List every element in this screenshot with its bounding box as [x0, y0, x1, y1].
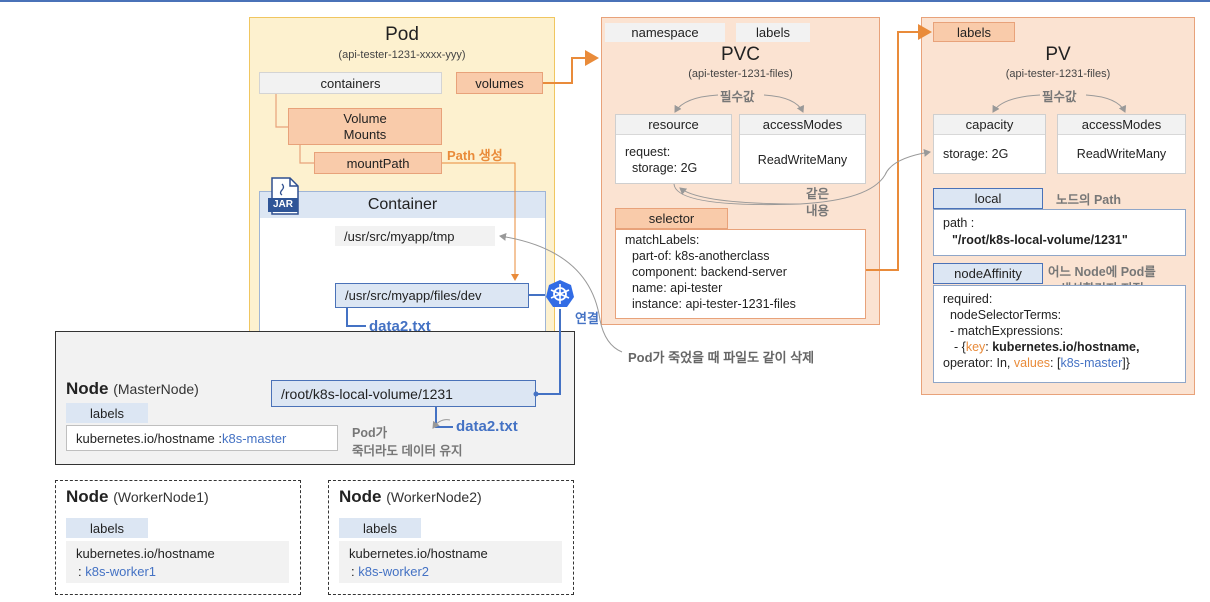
jar-file-icon: JAR [268, 176, 300, 216]
pv-capacity-head: capacity [934, 115, 1045, 135]
pv-access-card: accessModes ReadWriteMany [1057, 114, 1186, 174]
volumes-box: volumes [456, 72, 543, 94]
selector-line-1: matchLabels: [625, 233, 700, 247]
pv-subtitle: (api-tester-1231-files) [1005, 68, 1111, 80]
affinity-values-value: k8s-master [1060, 356, 1123, 370]
affinity-values-label: values [1013, 356, 1051, 370]
worker1-title-text: Node [66, 487, 109, 506]
pv-required-note: 필수값 [1042, 90, 1077, 104]
pv-local-path-label: path : [943, 216, 975, 230]
worker1-hostname-line: : k8s-worker1 [78, 564, 157, 579]
pvc-selector-head: selector [615, 208, 728, 229]
pv-labels-tag: labels [933, 22, 1015, 42]
pv-local-head: local [933, 188, 1043, 209]
worker2-subtitle: (WorkerNode2) [386, 489, 482, 505]
worker2-hostname-value: k8s-worker2 [358, 564, 430, 579]
affinity-line-3: - matchExpressions: [943, 324, 1064, 338]
volume-mounts-box: Volume Mounts [288, 108, 442, 145]
worker2-hostname-line: : k8s-worker2 [351, 564, 430, 579]
worker-node-1-title: Node (WorkerNode1) [66, 487, 209, 507]
pvc-access-card: accessModes ReadWriteMany [739, 114, 866, 184]
worker2-hostname-box: kubernetes.io/hostname : k8s-worker2 [339, 541, 562, 583]
tmp-path-box: /usr/src/myapp/tmp [335, 226, 495, 246]
worker1-subtitle: (WorkerNode1) [113, 489, 209, 505]
affinity-line-4: - {key: kubernetes.io/hostname, [954, 340, 1140, 354]
local-volume-path-box: /root/k8s-local-volume/1231 [271, 380, 536, 407]
affinity-line-2: nodeSelectorTerms: [943, 308, 1062, 322]
master-data-file-label: data2.txt [456, 418, 518, 435]
pvc-resource-head: resource [616, 115, 731, 135]
delete-note: Pod가 죽었을 때 파일도 같이 삭제 [628, 350, 815, 365]
kubernetes-wheel-icon [545, 279, 575, 309]
pv-local-path-value: "/root/k8s-local-volume/1231" [952, 233, 1128, 247]
selector-line-5: instance: api-tester-1231-files [625, 297, 796, 311]
pvc-access-value: ReadWriteMany [757, 153, 848, 167]
pvc-resource-line-1: request: [625, 145, 671, 159]
container-title: Container [260, 192, 545, 218]
selector-line-2: part-of: k8s-anotherclass [625, 249, 770, 263]
pv-local-note: 노드의 Path [1056, 193, 1122, 207]
master-labels-tag: labels [66, 403, 148, 423]
affinity-line-5: operator: In, values: [k8s-master]} [943, 356, 1130, 370]
keep-data-note: Pod가 죽더라도 데이터 유지 [352, 426, 463, 458]
connect-label: 연결 [575, 311, 599, 326]
selector-line-3: component: backend-server [625, 265, 787, 279]
pvc-subtitle: (api-tester-1231-files) [688, 68, 793, 80]
affinity-operator: operator: In, [943, 356, 1011, 370]
worker1-hostname-key: kubernetes.io/hostname [76, 546, 215, 561]
master-node-title: Node (MasterNode) [66, 379, 199, 399]
affinity-line-1: required: [943, 292, 993, 306]
affinity-key-label: key [965, 340, 986, 354]
master-hostname-box: kubernetes.io/hostname :k8s-master [66, 425, 338, 451]
master-hostname-value: k8s-master [221, 430, 287, 446]
master-node-title-text: Node [66, 379, 109, 398]
worker-node-2-title: Node (WorkerNode2) [339, 487, 482, 507]
pod-subtitle: (api-tester-1231-xxxx-yyy) [338, 49, 466, 61]
files-path-box: /usr/src/myapp/files/dev [335, 283, 529, 308]
pvc-resource-line-2: storage: 2G [625, 161, 698, 175]
path-create-note: Path 생성 [447, 148, 503, 163]
pv-capacity-value: storage: 2G [943, 147, 1009, 161]
worker2-labels-tag: labels [339, 518, 421, 538]
pv-affinity-card: required: nodeSelectorTerms: - matchExpr… [933, 285, 1186, 383]
same-content-note: 같은 내용 [806, 187, 830, 218]
pvc-access-head: accessModes [740, 115, 865, 135]
pv-access-value: ReadWriteMany [1076, 147, 1167, 161]
mount-path-box: mountPath [314, 152, 442, 174]
pvc-namespace-tag: namespace [605, 23, 725, 42]
worker2-hostname-key: kubernetes.io/hostname [349, 546, 488, 561]
worker1-hostname-box: kubernetes.io/hostname : k8s-worker1 [66, 541, 289, 583]
jar-label: JAR [272, 199, 293, 210]
selector-line-4: name: api-tester [625, 281, 723, 295]
master-hostname-key: kubernetes.io/hostname : [76, 430, 222, 446]
affinity-key-value: kubernetes.io/hostname, [992, 340, 1140, 354]
pv-capacity-card: capacity storage: 2G [933, 114, 1046, 174]
pv-local-card: path : "/root/k8s-local-volume/1231" [933, 209, 1186, 256]
pvc-labels-tag: labels [736, 23, 810, 42]
pvc-selector-card: matchLabels: part-of: k8s-anotherclass c… [615, 229, 866, 319]
pv-affinity-head: nodeAffinity [933, 263, 1043, 284]
pvc-required-note: 필수값 [720, 90, 755, 104]
worker1-hostname-value: k8s-worker1 [85, 564, 157, 579]
pod-data-file-label: data2.txt [369, 318, 431, 335]
pv-access-head: accessModes [1058, 115, 1185, 135]
pv-title: PV [1045, 44, 1071, 65]
top-border-line [0, 0, 1210, 2]
worker2-title-text: Node [339, 487, 382, 506]
containers-box: containers [259, 72, 442, 94]
pvc-resource-card: resource request: storage: 2G [615, 114, 732, 184]
pod-title: Pod [385, 24, 419, 45]
master-node-subtitle: (MasterNode) [113, 381, 199, 397]
worker1-labels-tag: labels [66, 518, 148, 538]
pvc-title: PVC [720, 44, 761, 65]
